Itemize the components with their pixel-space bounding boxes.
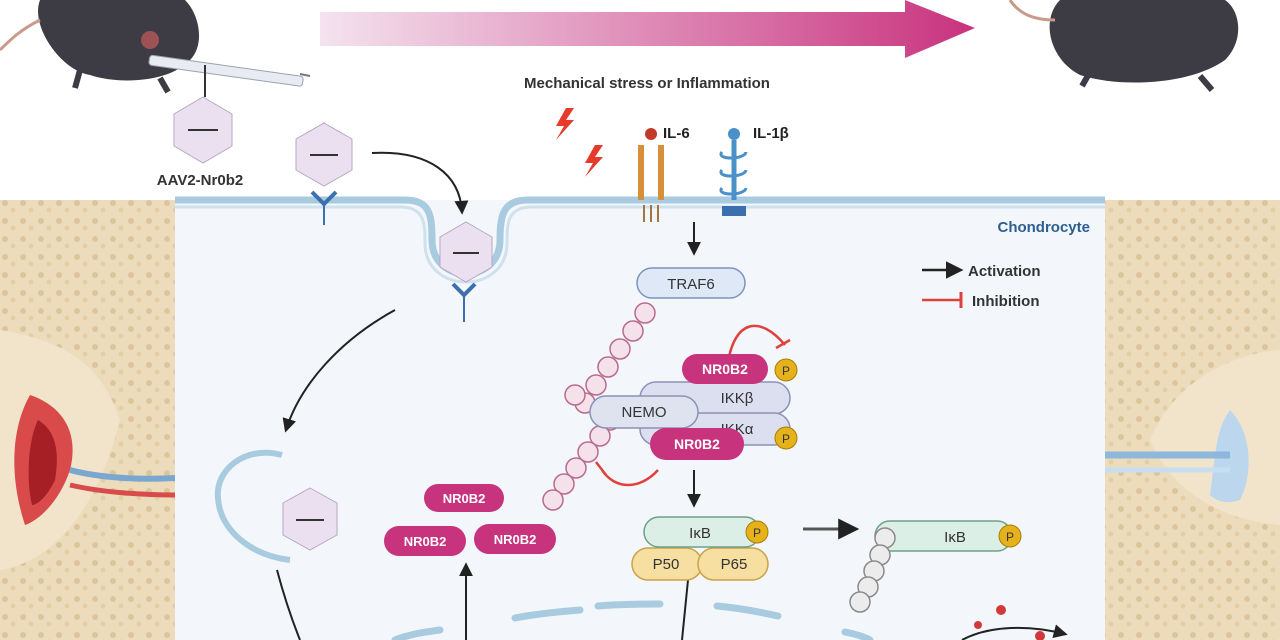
ikkb-label: IKKβ [721, 390, 754, 407]
nr0b2-label: NR0B2 [443, 491, 486, 506]
p65-node [697, 547, 769, 581]
nr0b2-node [682, 354, 768, 384]
phosphate-label: P [753, 526, 761, 540]
traf6-label: TRAF6 [667, 276, 715, 293]
degradation-fragments [974, 605, 1045, 640]
mouse-left [0, 0, 311, 94]
ikb-label: IκB [689, 525, 711, 542]
phosphate-label: P [782, 364, 790, 378]
therapy-arrow [320, 0, 975, 58]
p65-label: P65 [721, 556, 748, 573]
legend-inhibition: Inhibition [972, 293, 1039, 310]
nr0b2-label: NR0B2 [674, 436, 720, 452]
aav-capsid-icon [282, 487, 338, 551]
lightning-icon [556, 108, 603, 177]
phosphate-label: P [1006, 530, 1014, 544]
legend: Activation Inhibition [922, 261, 1041, 310]
nemo-node [589, 395, 699, 429]
traf6-node [636, 267, 746, 299]
nemo-label: NEMO [622, 404, 667, 421]
right-joint-illustration [1105, 200, 1280, 640]
aav-vector-label: AAV2-Nr0b2 [157, 172, 243, 189]
nr0b2-node [384, 526, 466, 556]
nr0b2-label: NR0B2 [404, 534, 447, 549]
ikb-degraded-label: IκB [944, 529, 966, 546]
endosome [214, 449, 291, 563]
il1b-receptor: IL-1β [719, 125, 789, 216]
il6-label: IL-6 [663, 125, 690, 142]
il6-receptor: IL-6 [638, 125, 690, 222]
nr0b2-label: NR0B2 [702, 361, 748, 377]
phosphate-icon: P [745, 520, 769, 544]
ubiquitin-chain-gray [849, 527, 896, 613]
stimulus-label: Mechanical stress or Inflammation [524, 75, 770, 92]
phosphate-icon: P [774, 426, 798, 450]
il1b-label: IL-1β [753, 125, 789, 142]
nuclear-envelope [391, 600, 874, 640]
nr0b2-node [424, 484, 504, 512]
phosphate-label: P [782, 432, 790, 446]
nr0b2-label: NR0B2 [494, 532, 537, 547]
aav-capsid-icon [173, 65, 233, 164]
aav-capsid-icon [295, 122, 353, 225]
left-joint-illustration [0, 200, 176, 640]
aav-capsid-icon [439, 221, 493, 322]
legend-activation: Activation [968, 263, 1041, 280]
inhibition-lines [595, 324, 791, 487]
pathway-arrows [276, 151, 1068, 640]
phosphate-icon: P [774, 358, 798, 382]
nr0b2-node [474, 524, 556, 554]
mouse-right [1008, 0, 1239, 92]
p50-label: P50 [653, 556, 680, 573]
phosphate-icon: P [998, 524, 1022, 548]
cell-label: Chondrocyte [997, 219, 1090, 236]
nr0b2-node [650, 428, 744, 460]
